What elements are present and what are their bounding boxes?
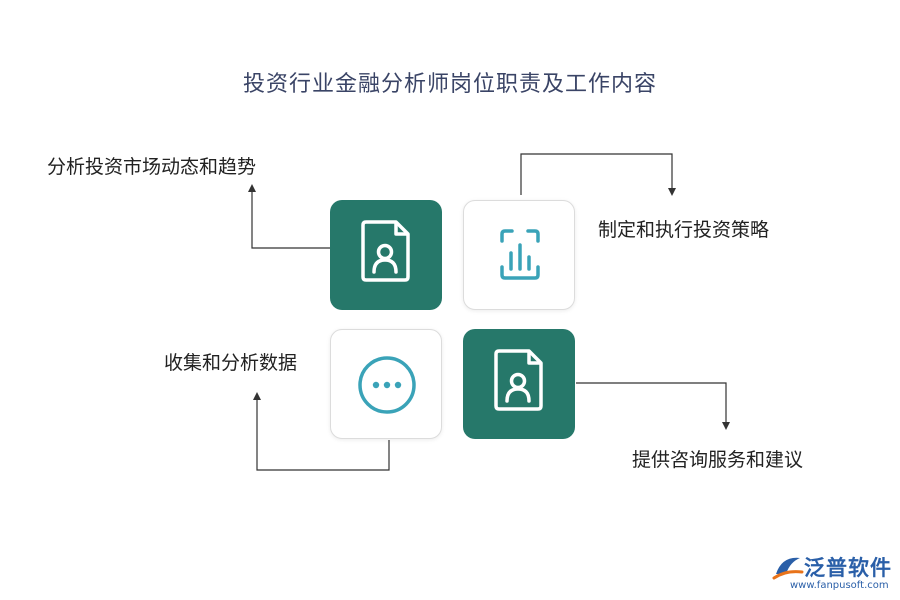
tile-investment-strategy <box>463 200 575 310</box>
label-investment-strategy: 制定和执行投资策略 <box>598 219 770 241</box>
fanpu-logo-icon <box>772 557 804 580</box>
connector-2 <box>520 153 673 195</box>
tile-analyze-market <box>330 200 442 310</box>
more-dots-icon <box>358 356 416 414</box>
diagram-title: 投资行业金融分析师岗位职责及工作内容 <box>242 72 657 97</box>
label-analyze-market: 分析投资市场动态和趋势 <box>47 156 257 178</box>
logo-url: www.fanpusoft.com <box>790 580 889 591</box>
profile-document-icon <box>494 349 543 411</box>
connector-4 <box>576 382 727 424</box>
connector-1 <box>251 186 330 249</box>
tile-advisory-service <box>463 329 575 439</box>
label-advisory-service: 提供咨询服务和建议 <box>632 449 804 471</box>
connector-3 <box>256 398 390 471</box>
fanpu-logo: 泛普软件 www.fanpusoft.com <box>772 552 892 592</box>
bar-chart-icon <box>500 229 540 280</box>
label-collect-data: 收集和分析数据 <box>164 352 298 374</box>
profile-document-icon <box>361 220 410 282</box>
logo-name: 泛普软件 <box>804 556 892 580</box>
tile-collect-data <box>330 329 442 439</box>
